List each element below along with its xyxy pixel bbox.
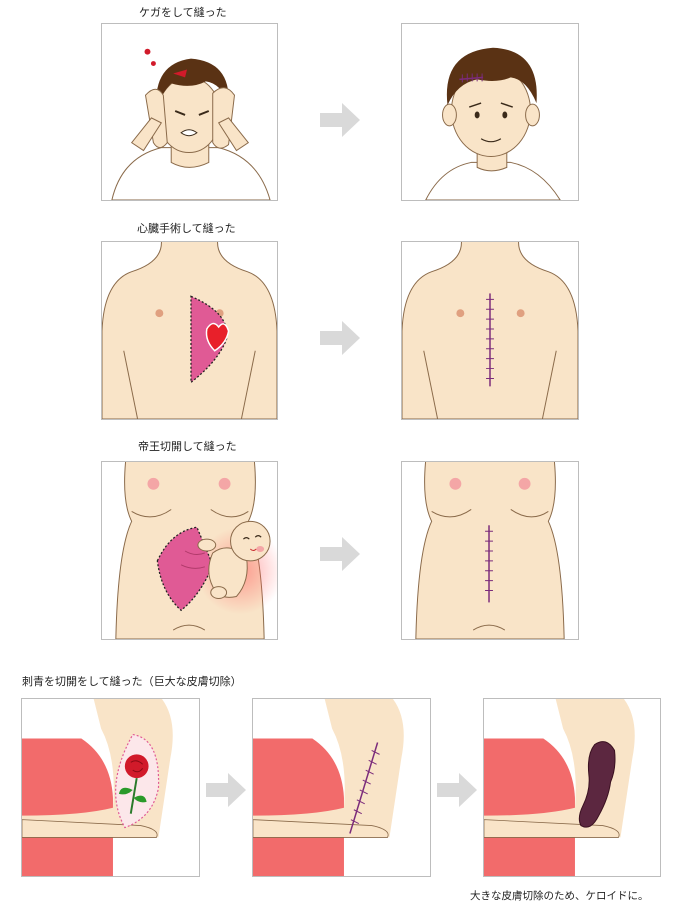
panel-caesarean-after [401, 461, 579, 640]
keloid-caption: 大きな皮膚切除のため、ケロイドに。 [470, 890, 649, 902]
arrow-right-icon [206, 773, 246, 811]
panel-injury-before [101, 23, 278, 201]
panel-heart-before [101, 241, 278, 420]
sutured-abdomen-illustration [415, 462, 565, 639]
row-title-heart-surgery: 心臓手術して縫った [137, 222, 236, 235]
panel-tattoo-keloid [483, 698, 661, 877]
arrow-right-icon [437, 773, 477, 811]
caesarean-baby-illustration [115, 462, 277, 639]
sutured-arm-illustration [253, 699, 404, 876]
injured-man-illustration [111, 48, 271, 200]
arrow-right-icon [320, 103, 360, 141]
panel-tattoo-before [21, 698, 200, 877]
arrow-right-icon [320, 537, 360, 575]
sutured-chest-illustration [402, 242, 578, 419]
healed-man-illustration [425, 47, 561, 200]
row-title-tattoo: 刺青を切開をして縫った（巨大な皮膚切除） [22, 675, 242, 688]
panel-tattoo-sutured [252, 698, 431, 877]
keloid-arm-illustration [484, 699, 635, 876]
tattoo-arm-illustration [22, 699, 173, 876]
panel-heart-after [401, 241, 579, 420]
row-title-injury: ケガをして縫った [139, 6, 227, 19]
row-title-caesarean: 帝王切開して縫った [138, 440, 237, 453]
panel-injury-after [401, 23, 579, 201]
arrow-right-icon [320, 321, 360, 359]
open-chest-illustration [102, 242, 277, 419]
panel-caesarean-before [101, 461, 278, 640]
